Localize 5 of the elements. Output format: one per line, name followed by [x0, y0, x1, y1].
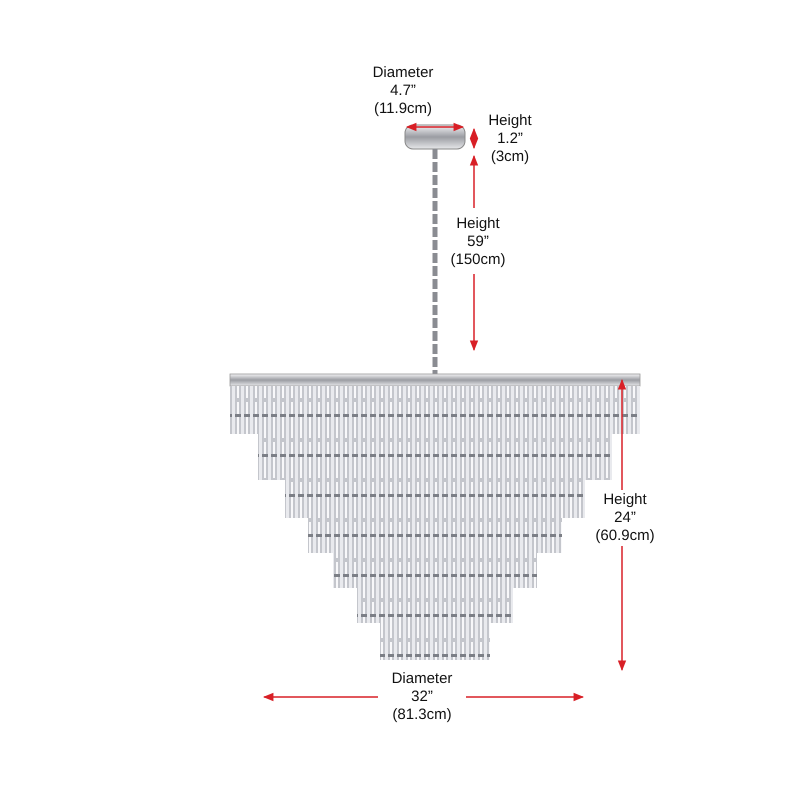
dimension-label: Diameter 4.7” (11.9cm) — [372, 64, 434, 118]
dimension-label: Diameter 32” (81.3cm) — [392, 670, 452, 724]
dimension-label: Height 1.2” (3cm) — [488, 112, 532, 166]
dimension-label: Height 59” (150cm) — [450, 215, 506, 269]
dimension-label: Height 24” (60.9cm) — [595, 491, 655, 545]
